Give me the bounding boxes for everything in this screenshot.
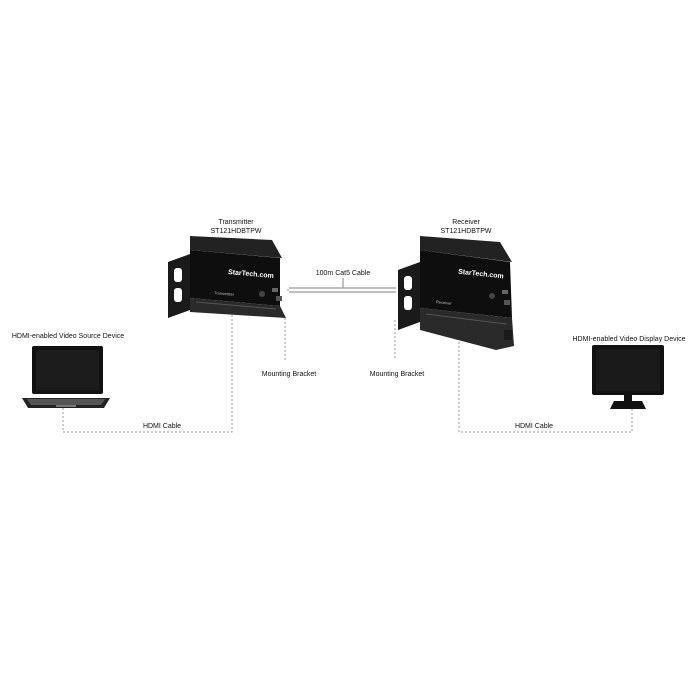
display-device-label: HDMI-enabled Video Display Device <box>572 336 686 343</box>
hdmi-cable-right-line <box>458 338 633 433</box>
laptop-icon <box>22 346 110 408</box>
receiver-device-icon <box>398 236 514 350</box>
transmitter-title: Transmitter <box>218 219 254 226</box>
right-bracket-label: Mounting Bracket <box>369 371 425 378</box>
cat5-cable <box>289 278 396 293</box>
right-hdmi-cable-label: HDMI Cable <box>514 423 554 430</box>
receiver-title: Receiver <box>452 219 480 226</box>
left-hdmi-cable-label: HDMI Cable <box>142 423 182 430</box>
connection-lines <box>62 289 633 433</box>
receiver-panel-label: Receiver <box>435 299 453 306</box>
cat5-cable-label: 100m Cat5 Cable <box>315 270 371 277</box>
hdmi-cable-left-line <box>62 310 233 433</box>
left-bracket-label: Mounting Bracket <box>261 371 317 378</box>
transmitter-model: ST121HDBTPW <box>210 228 262 235</box>
source-device-label: HDMI-enabled Video Source Device <box>11 333 125 340</box>
transmitter-panel-label: Transmitter <box>213 290 235 297</box>
receiver-model: ST121HDBTPW <box>440 228 492 235</box>
monitor-icon <box>592 345 664 409</box>
transmitter-device-icon <box>168 236 286 318</box>
